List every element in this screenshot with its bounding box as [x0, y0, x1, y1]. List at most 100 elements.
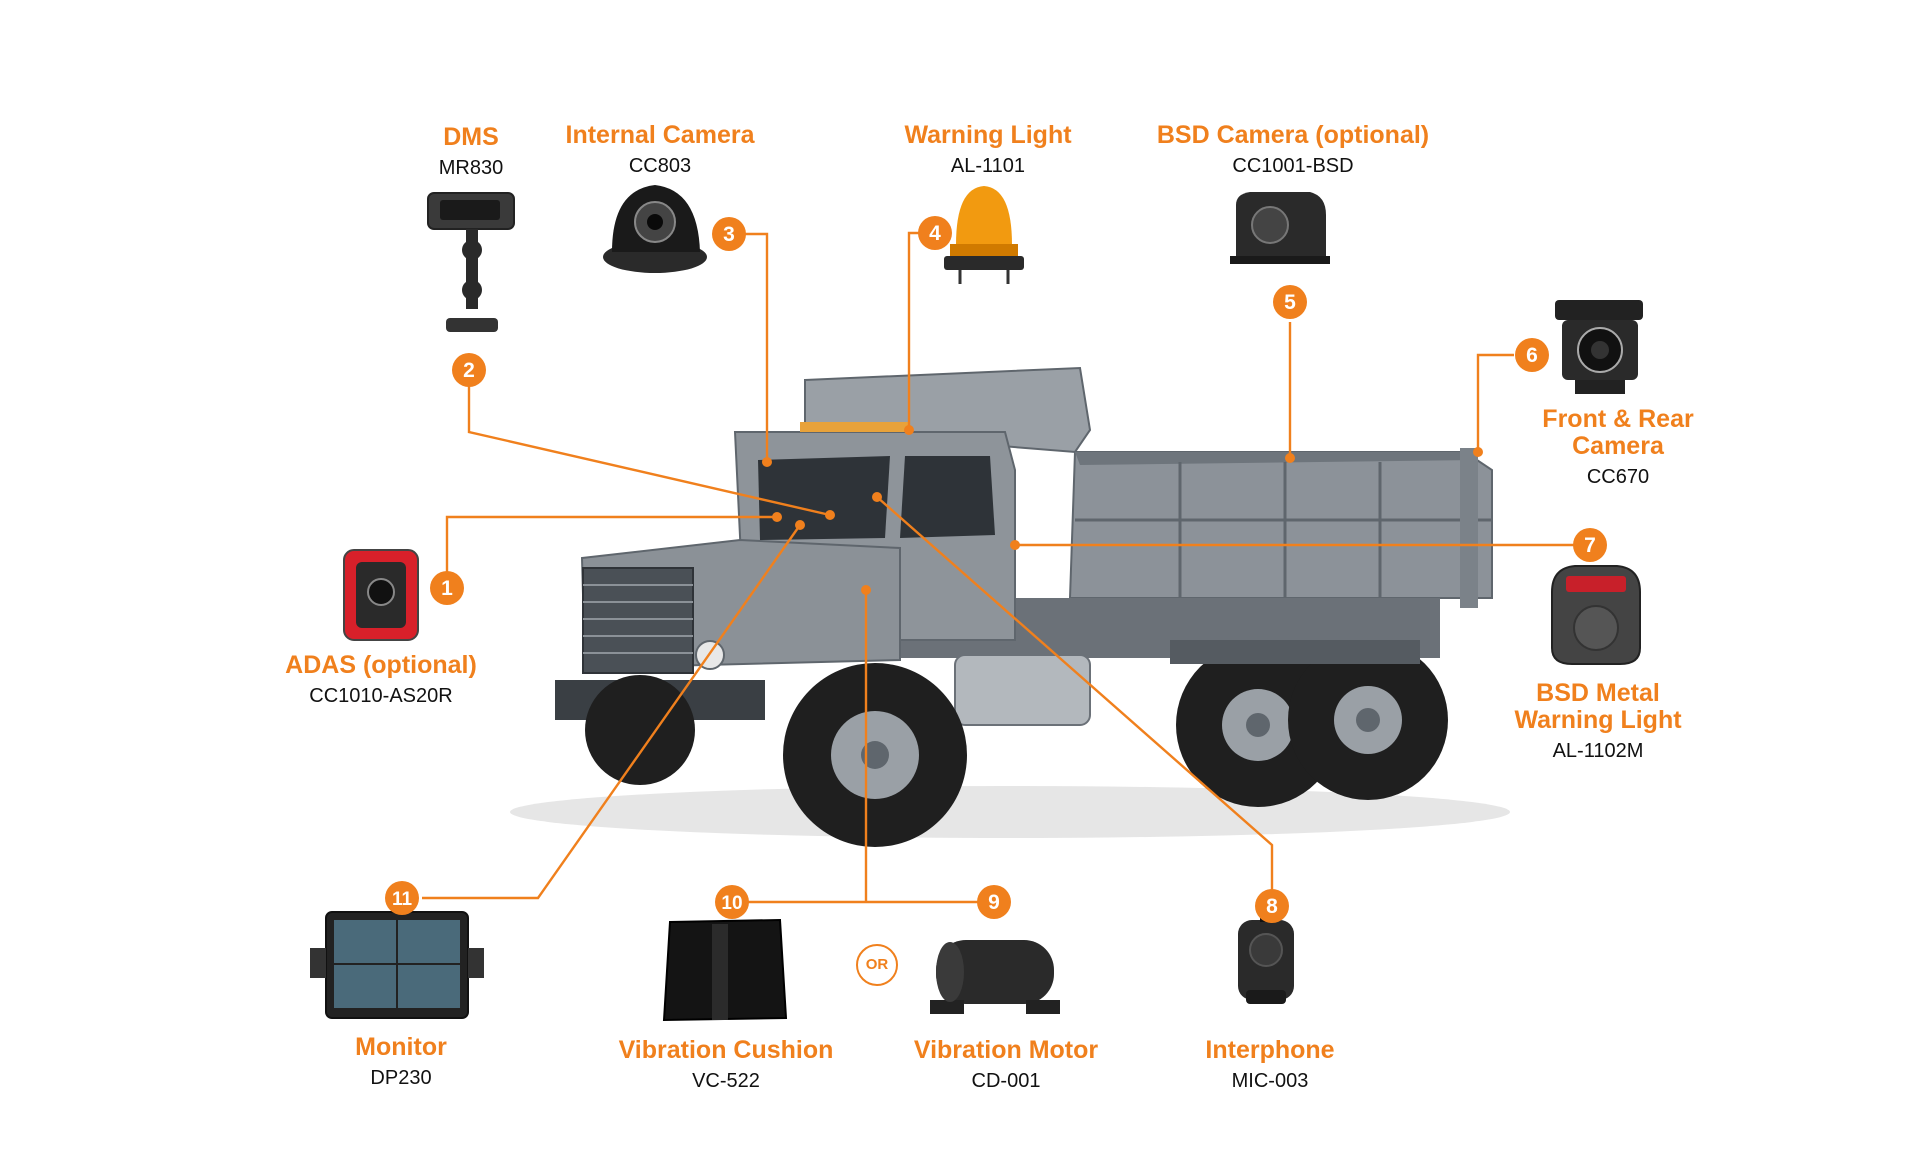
svg-text:7: 7 — [1584, 534, 1596, 557]
badge-6: 6 — [1515, 338, 1549, 372]
label-model: DP230 — [370, 1067, 432, 1089]
dot-5 — [1285, 453, 1295, 463]
svg-text:11: 11 — [392, 889, 413, 910]
badge-3: 3 — [712, 217, 746, 251]
label-title: Vibration Motor — [913, 1036, 1099, 1064]
dump-truck — [555, 366, 1493, 847]
label-interphone: Interphone MIC-003 — [1205, 1037, 1334, 1094]
bed-rear-post — [1460, 448, 1478, 608]
svg-text:3: 3 — [723, 223, 735, 246]
badge-5: 5 — [1273, 285, 1307, 319]
label-monitor: Monitor DP230 — [355, 1034, 447, 1091]
dot-9-10 — [861, 585, 871, 595]
dot-11 — [795, 520, 805, 530]
dot-7 — [1010, 540, 1020, 550]
label-model: CD-001 — [971, 1070, 1041, 1092]
leader-line-1 — [445, 515, 777, 588]
number-badges: 1 2 3 4 5 6 7 8 9 10 11 — [385, 216, 1607, 923]
label-title-line2: Camera — [1572, 432, 1664, 460]
beacon-light-icon — [944, 186, 1024, 284]
label-title: ADAS (optional) — [285, 651, 477, 679]
cab-roof-lights — [800, 422, 910, 432]
badge-10: 10 — [715, 885, 749, 919]
or-badge: OR — [856, 944, 898, 986]
badge-9: 9 — [977, 885, 1011, 919]
svg-text:5: 5 — [1284, 291, 1296, 314]
dot-8 — [872, 492, 882, 502]
dot-3 — [762, 457, 772, 467]
monitor-icon — [310, 911, 484, 1019]
leader-line-3 — [742, 232, 769, 462]
label-internal-camera: Internal Camera CC803 — [566, 122, 755, 179]
mud-guard — [1170, 640, 1420, 664]
label-adas: ADAS (optional) CC1010-AS20R — [285, 652, 477, 709]
vibration-motor-icon — [930, 940, 1060, 1014]
label-title: BSD Camera (optional) — [1156, 121, 1430, 149]
badge-4: 4 — [918, 216, 952, 250]
svg-text:2: 2 — [463, 359, 475, 382]
dump-bed — [1068, 451, 1493, 599]
label-model: AL-1101 — [950, 155, 1026, 177]
dot-1 — [772, 512, 782, 522]
grille-bars — [583, 584, 693, 654]
dome-camera-icon — [603, 185, 707, 273]
badge-2: 2 — [452, 353, 486, 387]
cab-door-window — [900, 456, 995, 538]
dot-4 — [904, 425, 914, 435]
label-model: CC803 — [628, 155, 692, 177]
svg-text:4: 4 — [929, 222, 941, 245]
fuel-tank — [954, 654, 1091, 726]
svg-text:8: 8 — [1266, 895, 1278, 918]
label-model: MIC-003 — [1231, 1070, 1309, 1092]
label-bsd-metal-warning-light: BSD Metal Warning Light AL-1102M — [1514, 680, 1681, 764]
label-title: Internal Camera — [565, 121, 755, 149]
label-title-line1: Front & Rear — [1542, 405, 1694, 433]
svg-text:1: 1 — [441, 577, 453, 600]
svg-text:9: 9 — [988, 891, 1000, 914]
label-title: Warning Light — [904, 121, 1072, 149]
svg-text:10: 10 — [721, 893, 742, 914]
label-title: Interphone — [1205, 1036, 1335, 1064]
label-bsd-camera: BSD Camera (optional) CC1001-BSD — [1157, 122, 1429, 179]
dms-camera-icon — [427, 192, 515, 332]
cab-windshield — [758, 456, 890, 540]
front-left-wheel — [585, 675, 695, 785]
truck-grille — [582, 567, 694, 674]
leader-line-6 — [1476, 353, 1514, 452]
badge-8: 8 — [1255, 889, 1289, 923]
leader-line-11 — [422, 524, 801, 900]
label-warning-light: Warning Light AL-1101 — [904, 122, 1071, 179]
dot-2 — [825, 510, 835, 520]
label-model: AL-1102M — [1552, 740, 1644, 762]
svg-text:6: 6 — [1526, 344, 1538, 367]
label-vibration-cushion: Vibration Cushion VC-522 — [619, 1037, 834, 1094]
label-front-rear-camera: Front & Rear Camera CC670 — [1542, 406, 1693, 490]
front-wheel — [783, 663, 967, 847]
adas-camera-icon — [343, 549, 419, 641]
leader-line-8 — [876, 496, 1274, 904]
label-vibration-motor: Vibration Motor CD-001 — [914, 1037, 1098, 1094]
dump-bed-rim — [1075, 452, 1478, 465]
rear-wheel-2 — [1288, 640, 1448, 800]
badge-7: 7 — [1573, 528, 1607, 562]
label-dms: DMS MR830 — [439, 124, 503, 181]
side-camera-icon — [1230, 192, 1330, 264]
connection-dots — [762, 425, 1483, 595]
badge-11: 11 — [385, 881, 419, 915]
handheld-mic-icon — [1238, 912, 1294, 1004]
metal-warning-light-icon — [1551, 565, 1641, 665]
label-model: VC-522 — [692, 1070, 760, 1092]
label-title: Monitor — [355, 1033, 447, 1061]
label-title: DMS — [443, 123, 499, 151]
seat-cushion-icon — [662, 918, 788, 1022]
label-model: CC1001-BSD — [1232, 155, 1354, 177]
badge-1: 1 — [430, 571, 464, 605]
leader-lines — [422, 231, 1584, 904]
label-model: CC1010-AS20R — [309, 685, 453, 707]
label-title: Vibration Cushion — [618, 1036, 834, 1064]
rear-camera-icon — [1555, 300, 1643, 394]
dot-6 — [1473, 447, 1483, 457]
bed-ribs — [1075, 462, 1492, 598]
leader-line-2 — [467, 370, 831, 517]
